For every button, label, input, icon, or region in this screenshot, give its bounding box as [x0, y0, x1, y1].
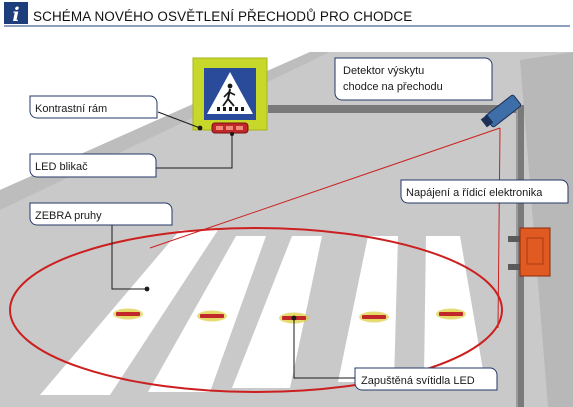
lights-connector [293, 318, 355, 379]
blinker-connector [156, 133, 233, 169]
zebra-stripe [338, 236, 398, 382]
pole-highlight [516, 105, 518, 407]
frame-connector [157, 111, 201, 129]
zebra-connector [111, 223, 147, 290]
label-detector-line1: Detektor výskytu [343, 65, 424, 77]
callout-power: Napájení a řídicí elektronika [400, 179, 569, 204]
label-lights: Zapuštěná svítidla LED [361, 375, 475, 387]
callout-blinker: LED blikač [29, 153, 157, 178]
pedestrian-crossing-sign-icon [192, 57, 268, 134]
crossing-area-ellipse [9, 227, 503, 393]
label-power: Napájení a řídicí elektronika [406, 187, 543, 199]
led-light [359, 311, 389, 323]
connector-lines [111, 111, 355, 379]
gantry-arm [268, 105, 524, 113]
control-box-icon [508, 227, 551, 277]
callout-zebra: ZEBRA pruhy [29, 202, 173, 226]
label-blinker: LED blikač [35, 161, 88, 173]
callout-lights: Zapuštěná svítidla LED [354, 367, 498, 391]
callout-detector: Detektor výskytu chodce na přechodu [334, 57, 493, 101]
connector-dots [144, 125, 297, 321]
zebra-stripe [232, 236, 322, 388]
callout-frame: Kontrastní rám [29, 95, 158, 119]
label-zebra: ZEBRA pruhy [35, 210, 102, 222]
info-icon [4, 2, 28, 24]
label-detector-line2: chodce na přechodu [343, 81, 443, 93]
motion-detector-icon [480, 94, 522, 128]
led-light [436, 308, 466, 320]
diagram-title: SCHÉMA NOVÉHO OSVĚTLENÍ PŘECHODŮ PRO CHO… [33, 9, 412, 24]
label-frame: Kontrastní rám [35, 103, 107, 115]
led-light [113, 308, 143, 320]
info-glyph: i [12, 4, 19, 26]
led-lights [113, 308, 466, 324]
header: i SCHÉMA NOVÉHO OSVĚTLENÍ PŘECHODŮ PRO C… [4, 2, 570, 27]
zebra-stripe [424, 236, 484, 376]
led-light [197, 310, 227, 322]
